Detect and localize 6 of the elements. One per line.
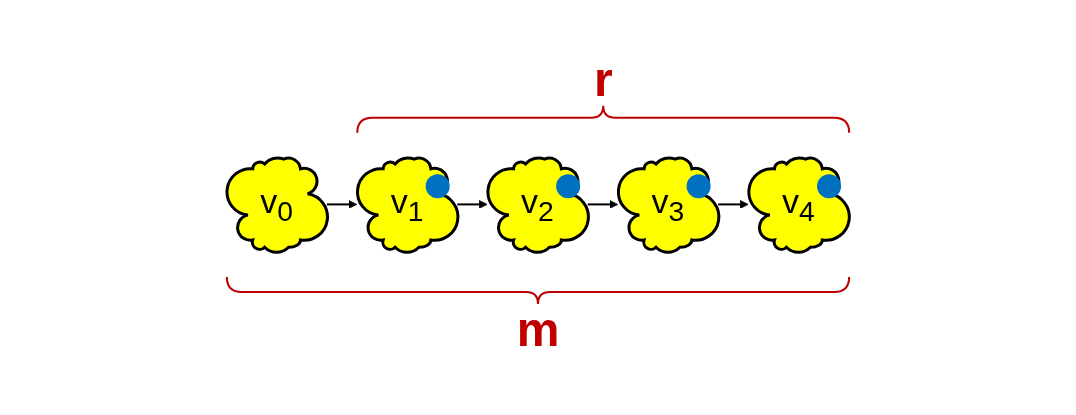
bracket-label: r — [593, 55, 613, 104]
arrow — [586, 199, 618, 209]
arrow — [456, 199, 488, 209]
arrow — [717, 199, 749, 209]
bracket-label: m — [516, 306, 560, 355]
arrow — [325, 199, 358, 209]
